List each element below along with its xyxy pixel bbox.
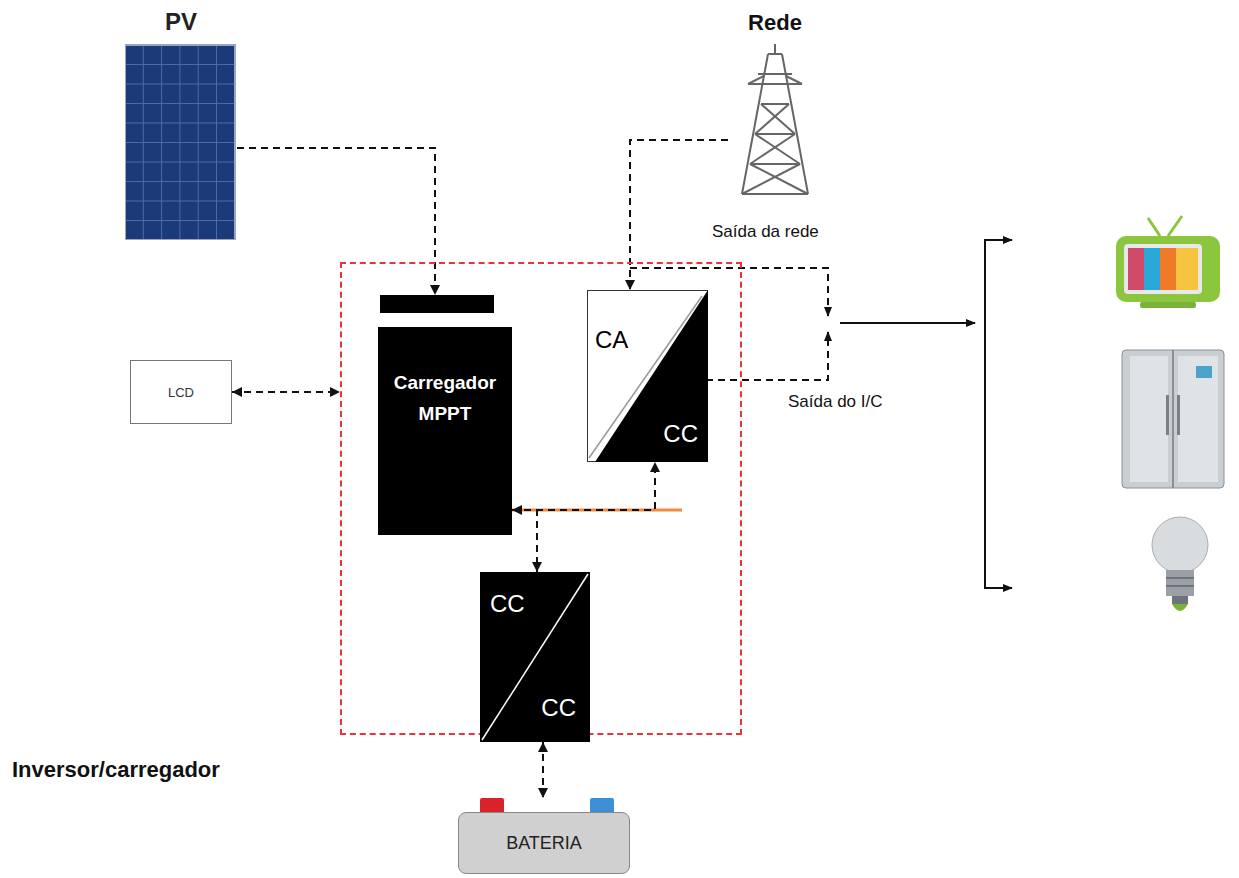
tv-icon <box>1116 216 1220 308</box>
charger-label: Carregador MPPT <box>384 367 506 430</box>
dashed-connector <box>232 387 340 397</box>
converter-label: CA <box>595 326 628 354</box>
pv-input-bar <box>380 295 494 313</box>
arrowhead <box>625 280 635 290</box>
charger-body: Carregador MPPT <box>378 327 512 535</box>
arrowhead <box>330 387 340 397</box>
cccc-node: CC CC <box>480 572 590 742</box>
battery-body: BATERIA <box>458 812 630 874</box>
converter-label: CC <box>490 590 525 618</box>
inverter-output-line <box>706 332 828 380</box>
arrowhead <box>532 562 542 572</box>
connector-line <box>237 148 435 295</box>
solar-panel <box>125 8 237 240</box>
arrowhead <box>430 285 440 295</box>
dashed-connector <box>538 742 548 798</box>
dashed-connector <box>512 505 542 572</box>
mppt-node: Carregador MPPT <box>378 295 512 535</box>
pv-node: PV <box>125 8 237 240</box>
arrowhead <box>538 742 548 752</box>
arrowhead <box>538 788 548 798</box>
grid-heading: Rede <box>728 10 822 36</box>
connector-line <box>512 462 655 510</box>
bulb-icon <box>1152 517 1208 611</box>
output-label: Saída do I/C <box>786 392 885 412</box>
load-bracket <box>985 240 1010 588</box>
load-arrow <box>985 587 1012 589</box>
panel-heading: PV <box>125 8 237 36</box>
rede-node: Rede <box>728 4 822 200</box>
output-label: Saída da rede <box>710 222 821 242</box>
cacc-node: CA CC <box>587 290 708 462</box>
arrowhead <box>232 387 242 397</box>
inv-node: Inversor/carregadorCarregador MPPTCACCCC… <box>340 262 742 735</box>
fridge-icon <box>1122 350 1224 488</box>
connector-line <box>630 140 728 290</box>
arrowhead <box>650 462 660 472</box>
lcd-node: LCD <box>130 360 232 424</box>
output-arrow <box>840 322 975 324</box>
bat-node: BATERIA <box>458 798 630 874</box>
display-label: LCD <box>168 385 194 400</box>
battery-label: BATERIA <box>506 833 582 854</box>
group-heading: Inversor/carregador <box>12 757 220 783</box>
converter-label: CC <box>541 694 576 722</box>
dashed-connector <box>625 140 728 290</box>
dashed-connector <box>512 462 660 510</box>
connector-line <box>232 391 340 393</box>
converter-label: CC <box>663 420 698 448</box>
load-arrow <box>985 239 1012 241</box>
dashed-connector <box>237 148 440 295</box>
